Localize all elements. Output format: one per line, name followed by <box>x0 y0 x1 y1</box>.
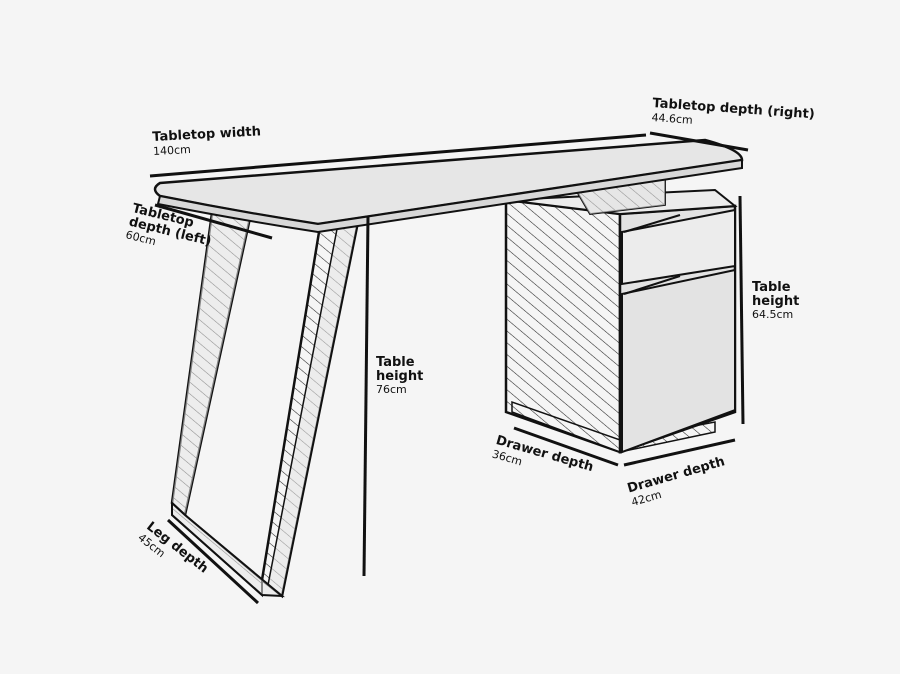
tabletop <box>153 138 744 234</box>
dimension-lines <box>149 131 749 605</box>
cabinet-height-label: Table height 64.5cm <box>752 281 799 321</box>
table-height-value: 76cm <box>376 383 407 397</box>
tabletop-depth-right-line <box>649 131 749 152</box>
cabinet-height-value: 64.5cm <box>752 308 794 322</box>
drawer-cabinet <box>504 176 738 454</box>
table-height-label: Table height 76cm <box>376 356 423 396</box>
leg-depth-line <box>166 518 260 605</box>
cabinet-height-line <box>738 195 745 425</box>
table-height-title-1: Table <box>376 355 415 370</box>
tabletop-width-line <box>149 133 647 178</box>
cabinet-height-title-1: Table <box>752 280 791 295</box>
cabinet-height-title-2: height <box>752 293 800 309</box>
table-height-title-2: height <box>376 368 424 384</box>
table-height-line <box>362 215 370 577</box>
left-leg-frame <box>170 211 360 599</box>
tabletop-depth-left-line <box>154 203 273 240</box>
drawer-depth-42-line <box>623 438 736 467</box>
drawer-depth-36-line <box>513 426 619 467</box>
